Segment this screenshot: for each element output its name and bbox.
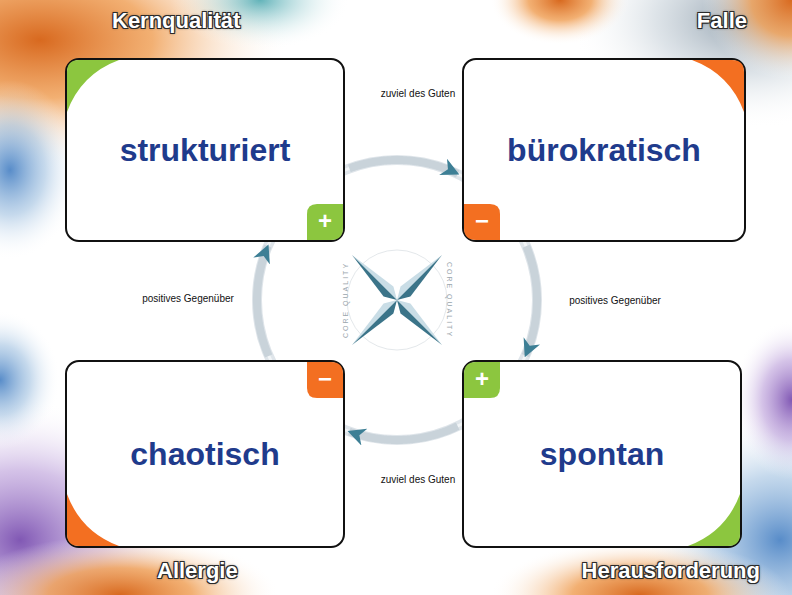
sign-mark: + bbox=[307, 204, 343, 240]
corner-triangle bbox=[692, 60, 744, 112]
quadrant-heading: Falle bbox=[697, 8, 747, 34]
ring-arrow bbox=[525, 246, 537, 356]
corner-triangle bbox=[67, 494, 119, 546]
edge-label: positives Gegenüber bbox=[567, 295, 663, 306]
ring-arrow bbox=[349, 160, 457, 174]
corner-triangle bbox=[67, 60, 119, 112]
sign-square bbox=[464, 362, 500, 398]
corner-triangle bbox=[688, 494, 740, 546]
sign-mark: + bbox=[464, 362, 500, 398]
core-word: bürokratisch bbox=[507, 132, 701, 169]
quadrant-box: Allergiechaotisch− bbox=[65, 360, 345, 548]
quadrant-box: Herausforderungspontan+ bbox=[462, 360, 742, 548]
emblem-text: CORE QUALITY bbox=[446, 262, 453, 338]
core-word: chaotisch bbox=[130, 436, 279, 473]
core-word: spontan bbox=[540, 436, 664, 473]
core-word: strukturiert bbox=[120, 132, 291, 169]
edge-label: zuviel des Guten bbox=[379, 474, 458, 485]
sign-mark: − bbox=[464, 204, 500, 240]
sign-square bbox=[307, 362, 343, 398]
sign-mark: − bbox=[307, 362, 343, 398]
compass-star bbox=[352, 255, 442, 345]
quadrant-box: Kernqualitätstrukturiert+ bbox=[65, 58, 345, 242]
quadrant-heading: Herausforderung bbox=[582, 558, 760, 584]
edge-label: positives Gegenüber bbox=[140, 293, 236, 304]
sign-square bbox=[307, 204, 343, 240]
sign-square bbox=[464, 204, 500, 240]
quadrant-box: Fallebürokratisch− bbox=[462, 58, 746, 242]
quadrant-heading: Allergie bbox=[157, 558, 238, 584]
quadrant-heading: Kernqualität bbox=[112, 8, 240, 34]
emblem-text: CORE QUALITY bbox=[342, 262, 349, 338]
ring-arrow bbox=[257, 246, 269, 356]
ring-arrow bbox=[349, 426, 457, 440]
edge-label: zuviel des Guten bbox=[379, 88, 458, 99]
